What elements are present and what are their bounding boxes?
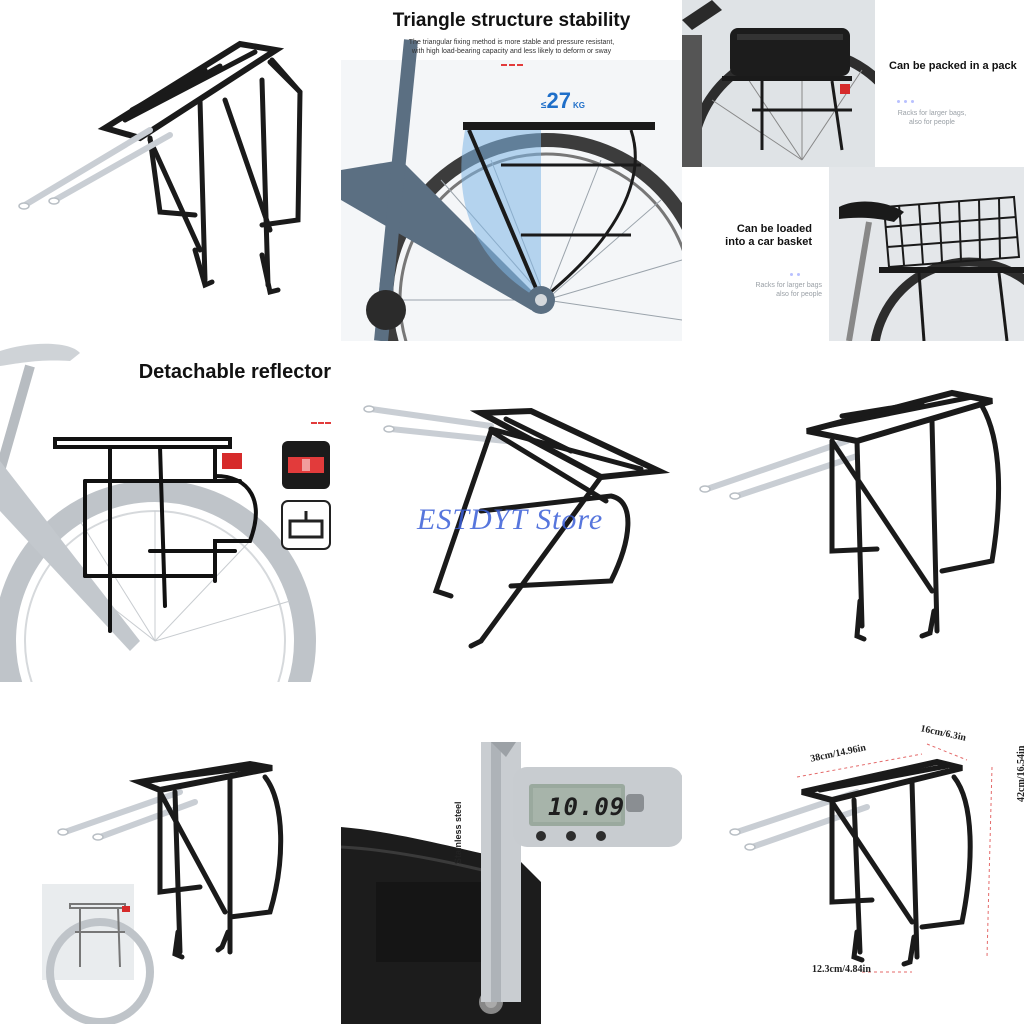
rack-photo-angle-3 [682,341,1024,682]
triangle-description-line-1: The triangular fixing method is more sta… [408,39,615,46]
caliper-illustration [341,682,682,1024]
rack-dimensions-panel: 38cm/14.96in 16cm/6.3in 42cm/16.54in 12.… [682,682,1024,1024]
rack-photo-with-inset [0,682,341,1024]
rack-illustration [699,389,1002,642]
bike-rear-wheel-illustration [341,39,682,341]
basket-on-rack-illustration [839,195,1024,341]
rack-photo-angle-2: ESTDYT Store [341,341,682,682]
basket-subtitle-line-2: also for people [776,291,822,298]
rack-with-bag-photo [682,0,875,167]
rack-photo-angle-1 [0,0,341,341]
red-dash-divider [501,64,523,66]
dimensioned-rack-illustration [729,743,993,973]
load-unit: KG [572,101,585,110]
packed-title: Can be packed in a pack [889,60,1017,72]
dimension-foot-label: 12.3cm/4.84in [812,964,871,975]
basket-title-line-2: into a car basket [725,236,812,248]
caliper-measurement-panel: 10.09 Stainless steel [341,682,682,1024]
triangle-description-line-2: with high load-bearing capacity and less… [411,48,612,55]
detachable-reflector-panel: Detachable reflector [0,341,341,682]
bag-on-rack-illustration [682,0,875,167]
triangle-title: Triangle structure stability [392,10,631,31]
packed-caption-panel: Can be packed in a pack Racks for larger… [875,0,1024,167]
dimension-height-label: 42cm/16.54in [1016,745,1024,802]
rack-with-basket-photo [829,167,1024,341]
rack-illustration [363,405,671,649]
basket-caption-panel: Can be loaded into a car basket Racks fo… [682,167,829,341]
decor-dots [897,100,914,103]
stainless-steel-label: Stainless steel [453,801,463,864]
store-watermark: ESTDYT Store [417,503,604,536]
packed-subtitle-line-2: also for people [909,119,955,126]
reflector-bike-illustration [0,343,331,682]
caliper-lcd-reading: 10.09 [548,793,626,821]
decor-dots [790,273,800,276]
red-dash-divider [311,422,331,424]
packed-subtitle-line-1: Racks for larger bags, [897,110,967,117]
load-capacity-label: ≤ 27 KG [541,88,585,114]
basket-subtitle-line-1: Racks for larger bags [755,282,822,289]
load-prefix: ≤ [541,100,547,111]
rack-illustration [42,760,284,1024]
basket-title-line-1: Can be loaded [736,223,812,235]
reflector-title: Detachable reflector [138,361,331,383]
load-value: 27 [546,88,571,113]
triangle-stability-panel: Triangle structure stability The triangu… [341,0,682,341]
rack-illustration [18,40,303,296]
